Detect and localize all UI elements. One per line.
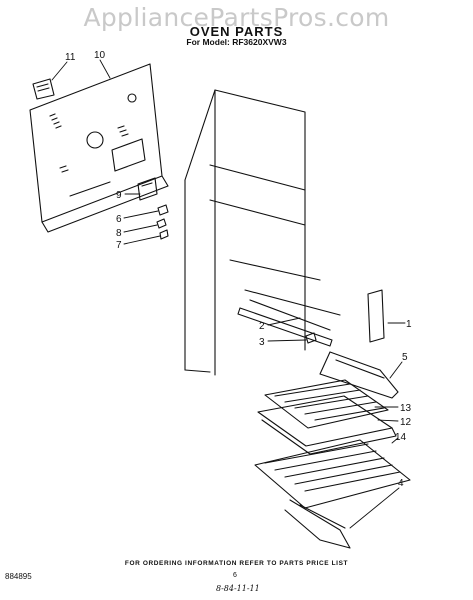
part-9-bracket	[137, 177, 158, 201]
leader-lines	[51, 59, 406, 529]
callout-9: 9	[116, 190, 122, 201]
part-1-side-trim	[367, 289, 385, 343]
callout-6: 6	[116, 214, 122, 225]
part-13-broiler-grid	[264, 379, 389, 429]
callout-5: 5	[402, 352, 408, 363]
part-12-broiler-pan	[257, 395, 397, 455]
callout-10: 10	[94, 50, 106, 61]
oven-cabinet-frame	[184, 89, 341, 376]
callout-11: 11	[65, 52, 76, 63]
part-number: 884895	[5, 572, 32, 581]
callout-12: 12	[400, 417, 412, 428]
part-11-plate	[32, 78, 55, 100]
callout-1: 1	[406, 319, 412, 330]
watermark: AppliancePartsPros.com	[83, 3, 390, 32]
callout-labels: 11 10 9 6 8 7 2 3 1 5 13 12 14 4	[65, 50, 412, 489]
part-2-trim-strip	[237, 307, 333, 347]
part-10-back-panel	[29, 63, 169, 233]
callout-13: 13	[400, 403, 412, 414]
callout-7: 7	[116, 240, 122, 251]
callout-8: 8	[116, 228, 122, 239]
model-subtitle: For Model: RF3620XVW3	[186, 37, 287, 47]
callout-4: 4	[398, 478, 404, 489]
callout-14: 14	[395, 432, 407, 443]
part-7-switch	[159, 229, 169, 240]
callout-2: 2	[259, 321, 265, 332]
part-5-bake-element	[319, 351, 399, 399]
handwritten-code: 8-84-11-11	[216, 584, 260, 593]
part-8-switch	[156, 218, 167, 229]
part-4-broil-element	[284, 499, 351, 549]
part-14-oven-rack	[254, 439, 411, 509]
part-6-switch	[157, 204, 169, 216]
page-number: 6	[233, 572, 237, 579]
callout-3: 3	[259, 337, 265, 348]
part-3-clip	[305, 332, 317, 344]
diagram-title: OVEN PARTS	[189, 24, 284, 39]
ordering-note: FOR ORDERING INFORMATION REFER TO PARTS …	[124, 560, 349, 567]
